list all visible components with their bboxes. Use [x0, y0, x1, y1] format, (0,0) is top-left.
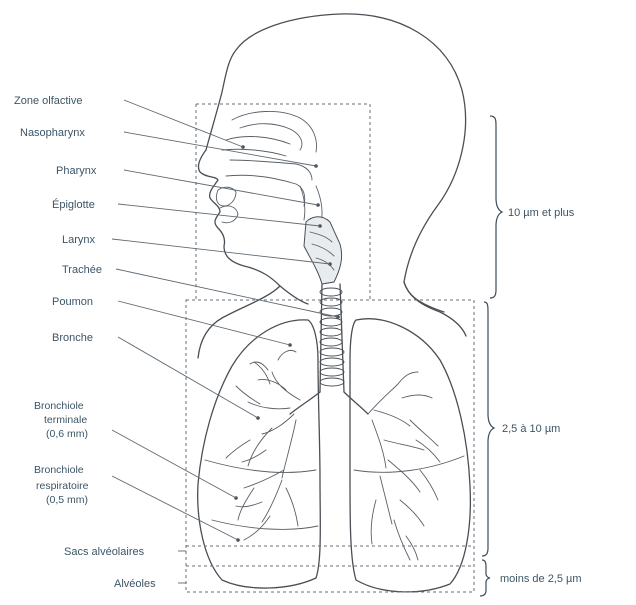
label-bronche: Bronche [52, 332, 93, 344]
label-sacs-alveolaires: Sacs alvéolaires [64, 546, 145, 558]
label-poumon: Poumon [52, 296, 93, 308]
left-lung [350, 319, 470, 592]
label-pharynx: Pharynx [56, 165, 97, 177]
label-bronchiole-terminale-2: terminale [44, 414, 87, 426]
upper-airway-box [196, 104, 370, 300]
size-label-lower: moins de 2,5 µm [500, 573, 582, 585]
size-braces: 10 µm et plus 2,5 à 10 µm moins de 2,5 µ… [480, 116, 582, 596]
label-bronchiole-respiratoire-1: Bronchiole [34, 464, 84, 476]
label-larynx: Larynx [62, 234, 96, 246]
brace-lower [480, 560, 490, 596]
label-nasopharynx: Nasopharynx [20, 127, 85, 139]
label-bronchiole-terminale-3: (0,6 mm) [46, 428, 88, 440]
label-bronchiole-respiratoire-2: respiratoire [36, 480, 89, 492]
right-lung [198, 320, 321, 588]
label-zone-olfactive: Zone olfactive [14, 95, 82, 107]
size-label-middle: 2,5 à 10 µm [502, 423, 560, 435]
label-epiglotte: Épiglotte [52, 198, 95, 211]
label-alveoles: Alvéoles [114, 578, 156, 590]
label-bronchiole-terminale-1: Bronchiole [34, 400, 84, 412]
brace-middle [482, 302, 494, 556]
lower-airway-box [186, 300, 474, 592]
label-bronchiole-respiratoire-3: (0,5 mm) [46, 494, 88, 506]
anatomy-labels: Zone olfactive Nasopharynx Pharynx Épigl… [14, 95, 156, 590]
label-trachee: Trachée [62, 264, 102, 276]
brace-upper [490, 116, 502, 298]
size-label-upper: 10 µm et plus [508, 207, 575, 219]
leader-lines [112, 100, 338, 583]
pharynx-larynx [216, 186, 341, 284]
